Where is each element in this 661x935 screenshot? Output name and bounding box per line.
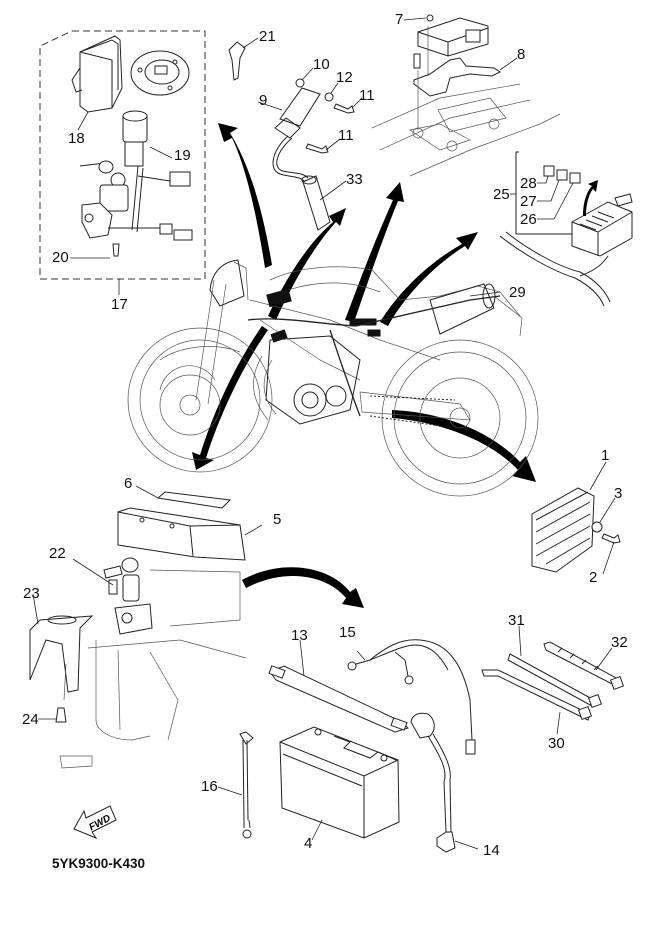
bolt-11-upper — [333, 103, 355, 114]
plug-cap-33 — [301, 175, 347, 231]
callout-25: 25 — [493, 186, 510, 203]
switch-with-keys — [79, 160, 193, 241]
frame-top-section — [371, 83, 561, 177]
forward-direction-indicator: FWD — [73, 805, 117, 840]
callout-9: 9 — [259, 92, 268, 109]
ignition-coil-9 — [257, 87, 321, 183]
battery-cable-15 — [347, 639, 476, 755]
fuse-box-25 — [499, 151, 633, 307]
ground-lead-16 — [217, 731, 254, 839]
rectifier-regulator-1 — [531, 461, 607, 573]
screw-20 — [70, 243, 120, 259]
control-unit-7-bracket-8 — [403, 14, 518, 130]
nut-10 — [295, 78, 305, 88]
callout-11-lower: 11 — [338, 127, 354, 144]
callout-3: 3 — [614, 485, 623, 502]
callout-20: 20 — [52, 249, 69, 266]
callout-27: 27 — [520, 193, 537, 210]
battery-4 — [279, 726, 400, 841]
steering-head-area — [29, 557, 247, 769]
arrow-to-control-unit — [345, 182, 404, 322]
motorcycle-illustration — [127, 259, 539, 497]
immobilizer-unit-18 — [71, 35, 123, 131]
diagram-part-code: 5YK9300-K430 — [52, 856, 146, 871]
arrow-to-rectifier — [392, 410, 536, 482]
callout-32: 32 — [611, 634, 628, 651]
arrow-to-main-switch — [218, 123, 272, 268]
callout-4: 4 — [304, 835, 313, 852]
callout-15: 15 — [339, 624, 356, 641]
callout-16: 16 — [201, 778, 218, 795]
fuel-cap-ring — [130, 50, 190, 96]
callout-28: 28 — [520, 175, 537, 192]
callout-31: 31 — [508, 612, 525, 629]
callout-33: 33 — [346, 171, 363, 188]
callout-29: 29 — [509, 284, 526, 301]
callout-19: 19 — [174, 147, 191, 164]
bolt-11-lower — [305, 143, 329, 154]
callout-12: 12 — [336, 69, 353, 86]
callout-10: 10 — [313, 56, 330, 73]
washer-3 — [591, 521, 603, 533]
cable-tie-31 — [507, 625, 603, 709]
battery-box-5 — [117, 507, 263, 561]
key-21 — [228, 37, 259, 81]
callout-5: 5 — [273, 511, 282, 528]
battery-cable-14 — [410, 712, 479, 853]
main-switch-set-group — [39, 30, 206, 295]
callout-22: 22 — [49, 545, 66, 562]
callout-18: 18 — [68, 130, 85, 147]
ignition-switch-19 — [122, 110, 191, 233]
callout-17: 17 — [111, 296, 128, 313]
battery-box-cover-6 — [135, 485, 232, 509]
callout-1: 1 — [601, 447, 610, 464]
washer-12 — [324, 92, 334, 102]
arrow-to-battery — [242, 567, 364, 608]
arrow-to-battery-box — [192, 326, 268, 470]
callout-2: 2 — [589, 569, 598, 586]
callout-24: 24 — [22, 711, 39, 728]
callout-8: 8 — [517, 46, 526, 63]
bolt-2 — [601, 533, 621, 544]
callout-23: 23 — [23, 585, 40, 602]
location-arrows — [192, 123, 536, 608]
callout-26: 26 — [520, 211, 537, 228]
callout-14: 14 — [483, 842, 500, 859]
cable-tie-32 — [543, 641, 625, 691]
callout-7: 7 — [395, 11, 404, 28]
callout-13: 13 — [291, 627, 308, 644]
battery-band-13 — [268, 639, 409, 733]
cable-tie-30 — [481, 669, 593, 735]
callout-30: 30 — [548, 735, 565, 752]
callout-11-upper: 11 — [359, 87, 375, 104]
arrow-to-fuse-box — [380, 232, 478, 326]
callout-21: 21 — [259, 28, 276, 45]
callout-6: 6 — [124, 475, 133, 492]
